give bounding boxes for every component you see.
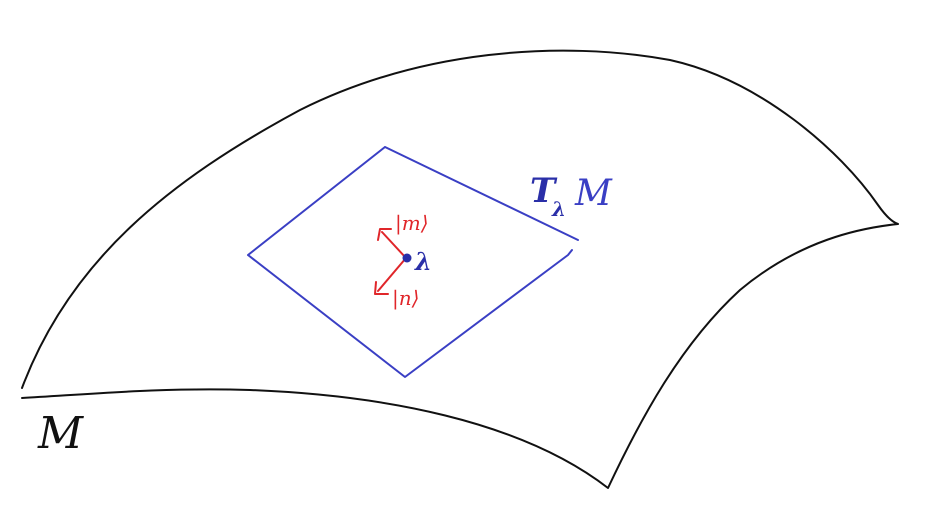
point-lambda-label: λ <box>414 247 432 276</box>
tangent-space-T: T <box>530 171 558 211</box>
ket-n-arrowhead <box>374 281 389 295</box>
ket-m-vector <box>381 231 407 259</box>
tangent-plane <box>247 146 579 378</box>
manifold-surface-outline <box>21 49 899 489</box>
point-lambda-dot <box>402 253 412 263</box>
ket-m-label: |m⟩ <box>395 211 429 236</box>
ket-n-label: |n⟩ <box>392 286 419 311</box>
tangent-space-label: T λ M <box>530 171 613 221</box>
tangent-space-manifold: M <box>574 173 613 214</box>
ket-m-arrowhead <box>377 228 392 241</box>
tangent-space-subscript: λ <box>551 197 566 221</box>
manifold-label: M <box>37 408 84 459</box>
ket-n-vector <box>377 257 407 292</box>
